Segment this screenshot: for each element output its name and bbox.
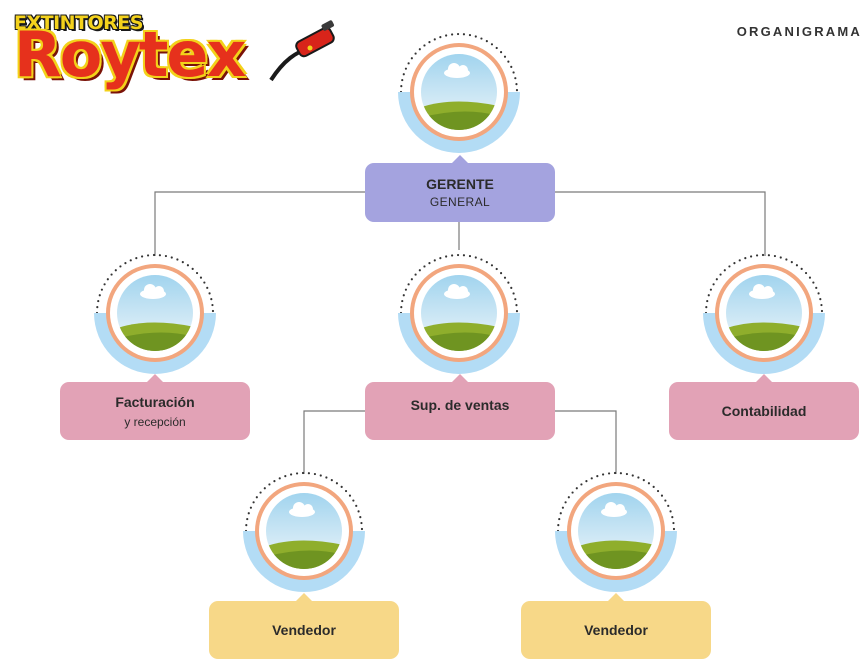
logo-brand-name: Roytex xyxy=(14,18,246,91)
node-vendedor-2: Vendedor xyxy=(521,593,711,659)
connector-sup-left xyxy=(303,410,365,474)
node-subtitle: GENERAL xyxy=(429,195,491,209)
node-title: Contabilidad xyxy=(721,403,807,419)
logo-subtitle: EXTINTORES xyxy=(14,12,143,34)
company-logo: EXTINTORES Roytex xyxy=(6,10,341,95)
node-title: Vendedor xyxy=(584,622,648,638)
node-supervisor-ventas: Sup. de ventas xyxy=(365,374,555,440)
connector-gerente-left xyxy=(154,191,365,256)
connector-gerente-right xyxy=(555,191,766,256)
node-subtitle: y recepción xyxy=(124,414,186,429)
node-title: Vendedor xyxy=(272,622,336,638)
node-contabilidad: Contabilidad xyxy=(669,374,859,440)
extinguisher-hose-icon xyxy=(269,20,335,82)
node-vendedor-1: Vendedor xyxy=(209,593,399,659)
node-gerente-general: GERENTE GENERAL xyxy=(365,155,555,222)
node-title: GERENTE xyxy=(426,176,494,192)
node-title: Sup. de ventas xyxy=(410,397,510,413)
connector-sup-right xyxy=(555,410,617,474)
node-facturacion: Facturación y recepción xyxy=(60,374,250,440)
page-title: ORGANIGRAMA xyxy=(736,24,862,39)
node-title: Facturación xyxy=(115,393,195,410)
